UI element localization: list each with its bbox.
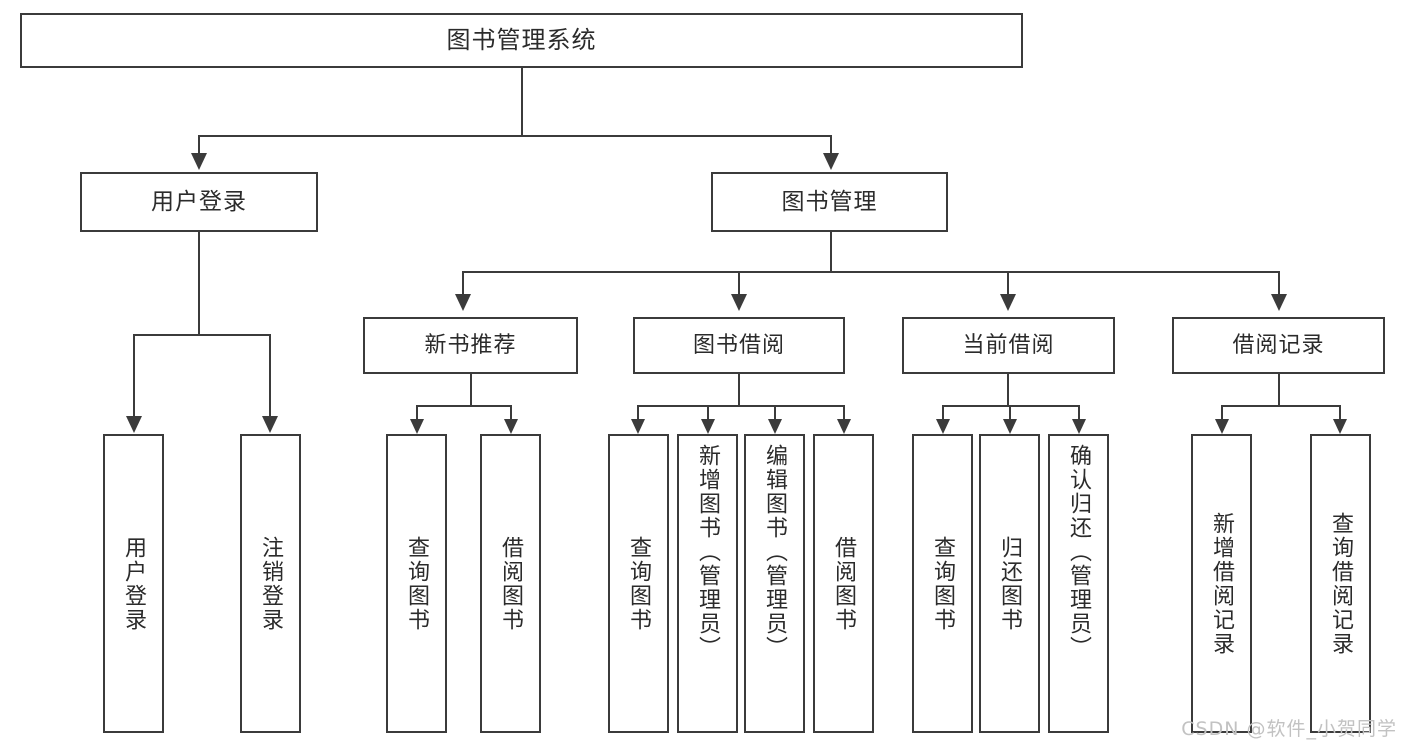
connector-book-borrow-stem (738, 374, 740, 406)
connector-book-manage-stem (830, 232, 832, 272)
node-leaf-logout-login[interactable]: 注销登录 (240, 434, 301, 733)
arrow-to-leaf-query-book-1 (410, 419, 424, 434)
connector-to-borrow-record (1278, 271, 1280, 296)
connector-br-r (1339, 405, 1341, 421)
node-label: 借阅记录 (1232, 332, 1325, 358)
node-user-login[interactable]: 用户登录 (80, 172, 318, 232)
connector-new-book-recommend-bus (416, 405, 510, 407)
arrow-to-leaf-add-record (1215, 419, 1229, 434)
arrow-to-leaf-logout-login (262, 416, 278, 433)
node-label: 新书推荐 (424, 332, 517, 358)
arrow-root-to-user-login (191, 153, 207, 170)
connector-br-l (1221, 405, 1223, 421)
connector-cb-3 (1078, 405, 1080, 421)
node-leaf-query-book-3[interactable]: 查询图书 (912, 434, 973, 733)
connector-to-current-borrow (1007, 271, 1009, 296)
arrow-to-leaf-borrow-book-1 (504, 419, 518, 434)
node-root[interactable]: 图书管理系统 (20, 13, 1023, 68)
node-leaf-query-record[interactable]: 查询借阅记录 (1310, 434, 1371, 733)
node-leaf-edit-book[interactable]: 编辑图书（管理员） (744, 434, 805, 733)
connector-bb-1 (637, 405, 639, 421)
node-label: 编辑图书（管理员） (762, 444, 788, 660)
node-label: 用户登录 (121, 535, 147, 632)
node-book-manage[interactable]: 图书管理 (711, 172, 948, 232)
node-label: 图书借阅 (692, 332, 785, 358)
arrow-to-leaf-return-book (1003, 419, 1017, 434)
node-label: 图书管理系统 (446, 25, 597, 54)
arrow-to-leaf-query-record (1333, 419, 1347, 434)
connector-to-book-borrow (738, 271, 740, 296)
node-label: 当前借阅 (962, 332, 1055, 358)
connector-new-book-recommend-stem (470, 374, 472, 406)
node-leaf-query-book-2[interactable]: 查询图书 (608, 434, 669, 733)
arrow-to-borrow-record (1271, 294, 1287, 311)
arrow-to-leaf-edit-book (768, 419, 782, 434)
arrow-to-leaf-query-book-3 (936, 419, 950, 434)
node-leaf-add-record[interactable]: 新增借阅记录 (1191, 434, 1252, 733)
connector-root-stem (521, 68, 523, 136)
node-label: 查询图书 (404, 535, 430, 632)
connector-user-login-left (133, 334, 135, 418)
connector-nbr-l (416, 405, 418, 421)
arrow-to-leaf-borrow-book-2 (837, 419, 851, 434)
arrow-to-new-book-recommend (455, 294, 471, 311)
node-leaf-borrow-book-2[interactable]: 借阅图书 (813, 434, 874, 733)
node-new-book-recommend[interactable]: 新书推荐 (363, 317, 578, 374)
arrow-to-leaf-query-book-2 (631, 419, 645, 434)
connector-nbr-r (510, 405, 512, 421)
node-leaf-user-login[interactable]: 用户登录 (103, 434, 164, 733)
node-label: 确认归还（管理员） (1066, 444, 1092, 660)
node-leaf-borrow-book-1[interactable]: 借阅图书 (480, 434, 541, 733)
arrow-to-leaf-user-login (126, 416, 142, 433)
node-leaf-query-book-1[interactable]: 查询图书 (386, 434, 447, 733)
connector-bb-4 (843, 405, 845, 421)
node-label: 借阅图书 (831, 535, 857, 632)
connector-to-new-book-recommend (462, 271, 464, 296)
node-label: 用户登录 (151, 188, 247, 215)
node-leaf-confirm-return[interactable]: 确认归还（管理员） (1048, 434, 1109, 733)
arrow-to-current-borrow (1000, 294, 1016, 311)
node-label: 查询图书 (930, 535, 956, 632)
connector-cb-2 (1009, 405, 1011, 421)
node-label: 查询图书 (626, 535, 652, 632)
connector-book-borrow-bus (637, 405, 843, 407)
connector-bb-3 (774, 405, 776, 421)
connector-bb-2 (707, 405, 709, 421)
arrow-to-book-borrow (731, 294, 747, 311)
node-leaf-add-book[interactable]: 新增图书（管理员） (677, 434, 738, 733)
connector-cb-1 (942, 405, 944, 421)
node-label: 借阅图书 (498, 535, 524, 632)
connector-current-borrow-stem (1007, 374, 1009, 406)
node-label: 新增图书（管理员） (695, 444, 721, 660)
node-leaf-return-book[interactable]: 归还图书 (979, 434, 1040, 733)
node-book-borrow[interactable]: 图书借阅 (633, 317, 845, 374)
connector-user-login-bus (133, 334, 270, 336)
arrow-to-leaf-add-book (701, 419, 715, 434)
connector-borrow-record-bus (1221, 405, 1340, 407)
connector-root-to-book-manage (830, 135, 832, 155)
node-label: 归还图书 (997, 535, 1023, 632)
node-label: 查询借阅记录 (1328, 511, 1354, 656)
arrow-to-leaf-confirm-return (1072, 419, 1086, 434)
connector-root-bus (198, 135, 832, 137)
node-borrow-record[interactable]: 借阅记录 (1172, 317, 1385, 374)
arrow-root-to-book-manage (823, 153, 839, 170)
node-current-borrow[interactable]: 当前借阅 (902, 317, 1115, 374)
node-label: 图书管理 (781, 188, 878, 215)
connector-borrow-record-stem (1278, 374, 1280, 406)
connector-book-manage-bus (462, 271, 1279, 273)
connector-user-login-right (269, 334, 271, 418)
connector-user-login-stem (198, 232, 200, 335)
node-label: 新增借阅记录 (1209, 511, 1235, 656)
node-label: 注销登录 (258, 535, 284, 632)
connector-root-to-user-login (198, 135, 200, 155)
